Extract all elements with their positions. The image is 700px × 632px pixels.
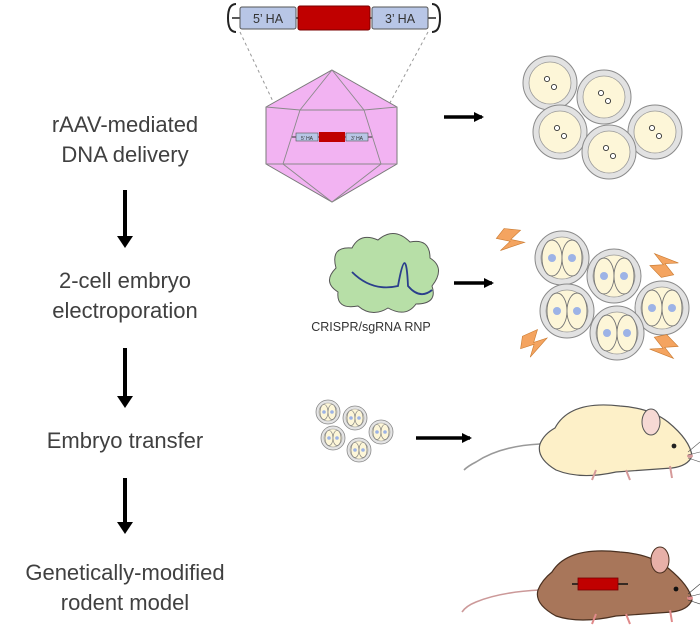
two-cell-embryo-icon bbox=[534, 230, 590, 286]
homology-arm bbox=[371, 6, 429, 30]
two-cell-embryo-icon bbox=[586, 248, 642, 304]
mouse-icon bbox=[461, 546, 700, 625]
down-arrow bbox=[117, 478, 133, 534]
step-label-line: electroporation bbox=[52, 298, 198, 323]
small-left-arm-label: 5’ HA bbox=[301, 136, 314, 142]
left-arm-label: 5’ HA bbox=[253, 12, 284, 26]
insert-cassette bbox=[577, 577, 619, 591]
virus-capsid-icon: 5’ HA 3’ HA bbox=[265, 69, 398, 203]
two-cell-embryo-icon bbox=[342, 405, 368, 431]
two-cell-embryo-icon bbox=[346, 437, 372, 463]
down-arrow bbox=[117, 348, 133, 408]
step-label-line: rAAV-mediated bbox=[51, 112, 199, 137]
down-arrow bbox=[117, 190, 133, 248]
two-cell-embryo-icon bbox=[589, 305, 645, 361]
step-embryo-transfer: Embryo transfer bbox=[0, 426, 250, 456]
step-electroporation: 2-cell embryo electroporation bbox=[0, 266, 250, 326]
one-cell-embryo-icon bbox=[532, 104, 588, 160]
one-cell-embryo-cluster bbox=[522, 55, 683, 180]
step-label-line: DNA delivery bbox=[61, 142, 189, 167]
one-cell-embryo-icon bbox=[581, 124, 637, 180]
donor-construct: 5’ HA 3’ HA bbox=[226, 3, 442, 33]
rnp-blob-icon bbox=[329, 233, 439, 313]
insert-cassette bbox=[297, 5, 371, 31]
mouse-icon bbox=[463, 404, 700, 481]
embryo-group-small bbox=[315, 399, 394, 463]
right-arm-label: 3’ HA bbox=[385, 12, 416, 26]
lightning-icon bbox=[517, 327, 551, 359]
step-label-line: rodent model bbox=[60, 590, 190, 615]
homology-arm bbox=[239, 6, 297, 30]
step-label-line: 2-cell embryo bbox=[58, 268, 192, 293]
step-rAAV-delivery: rAAV-mediated DNA delivery bbox=[0, 110, 250, 170]
lightning-icon bbox=[492, 223, 529, 258]
one-cell-embryo-icon bbox=[522, 55, 578, 111]
one-cell-embryo-icon bbox=[576, 69, 632, 125]
step-label-line: Genetically-modified bbox=[25, 560, 225, 585]
step-gm-model: Genetically-modified rodent model bbox=[0, 558, 250, 618]
two-cell-embryo-icon bbox=[315, 399, 341, 425]
rnp-label: CRISPR/sgRNA RNP bbox=[311, 320, 431, 334]
two-cell-embryo-cluster bbox=[492, 223, 690, 367]
small-right-arm-label: 3’ HA bbox=[351, 136, 364, 142]
two-cell-embryo-icon bbox=[539, 283, 595, 339]
two-cell-embryo-icon bbox=[320, 425, 346, 451]
lightning-icon bbox=[645, 245, 683, 284]
step-label-line: Embryo transfer bbox=[46, 428, 204, 453]
two-cell-embryo-icon bbox=[368, 419, 394, 445]
